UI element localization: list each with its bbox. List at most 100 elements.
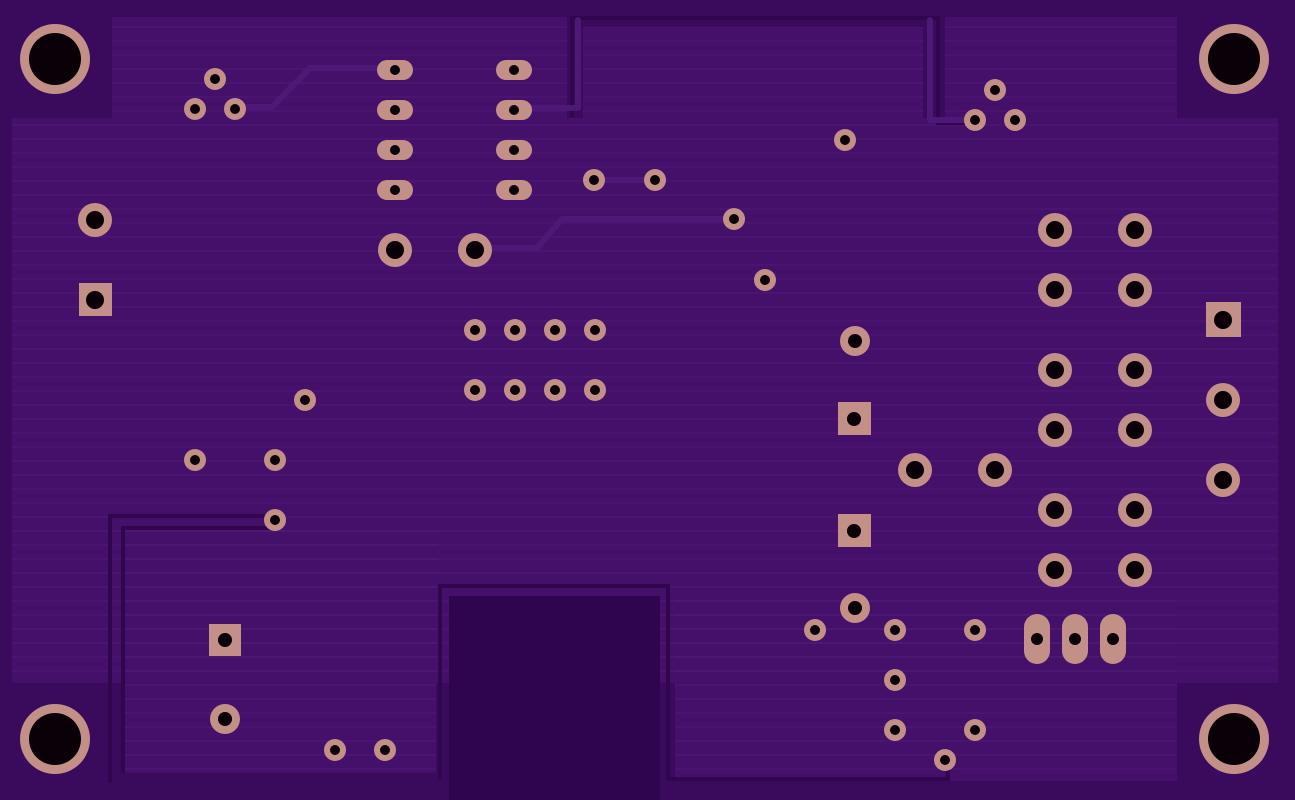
grid-via xyxy=(504,319,526,341)
grid-via xyxy=(544,379,566,401)
via xyxy=(723,208,745,230)
oval-pads-right xyxy=(496,60,532,200)
tht-pad xyxy=(840,326,870,356)
square-pad xyxy=(838,402,871,435)
oval-pad xyxy=(377,180,413,200)
via xyxy=(964,719,986,741)
grid-via xyxy=(464,319,486,341)
via xyxy=(884,719,906,741)
via xyxy=(264,509,286,531)
grid-via xyxy=(464,379,486,401)
oval-pad xyxy=(377,60,413,80)
via xyxy=(374,739,396,761)
oval-pads-left xyxy=(377,60,413,200)
via xyxy=(224,98,246,120)
square-pad xyxy=(209,624,241,656)
vertical-oval-pad xyxy=(1024,614,1050,664)
tht-pad xyxy=(1206,383,1240,417)
square-pads xyxy=(79,283,1241,656)
matrix-pad xyxy=(1118,353,1152,387)
hatch-bottom-right xyxy=(675,600,1177,781)
trace-header-to-oval xyxy=(232,65,396,110)
pour-outlines xyxy=(108,16,975,783)
via xyxy=(184,98,206,120)
tht-pad-matrix xyxy=(1038,213,1152,587)
matrix-pad xyxy=(1038,553,1072,587)
tht-pad xyxy=(898,453,932,487)
via xyxy=(324,739,346,761)
tht-pad xyxy=(458,233,492,267)
via xyxy=(984,79,1006,101)
tht-pad xyxy=(210,704,240,734)
via xyxy=(934,749,956,771)
grid-via xyxy=(584,379,606,401)
via xyxy=(754,269,776,291)
via xyxy=(264,449,286,471)
matrix-pad xyxy=(1038,213,1072,247)
matrix-pad xyxy=(1038,273,1072,307)
copper-pour xyxy=(12,17,1278,781)
matrix-pad xyxy=(1038,413,1072,447)
tht-pad xyxy=(978,453,1012,487)
mounting-hole-top-left xyxy=(20,24,90,94)
grid-via xyxy=(584,319,606,341)
grid-via xyxy=(504,379,526,401)
via-grid xyxy=(464,319,606,401)
square-pad xyxy=(1206,302,1241,337)
keepout-regions xyxy=(0,596,1295,800)
square-pad xyxy=(838,514,871,547)
via xyxy=(204,68,226,90)
outline-bottom-right-keepout xyxy=(438,584,950,781)
matrix-pad xyxy=(1038,353,1072,387)
keepout-bottom-center xyxy=(449,596,660,800)
mounting-holes xyxy=(20,24,1269,774)
tht-pad xyxy=(78,203,112,237)
trace-pad-to-via xyxy=(473,216,737,251)
outline-bottom-left-inner xyxy=(121,526,272,773)
oval-pad xyxy=(377,140,413,160)
signal-traces xyxy=(232,17,978,251)
tht-pad xyxy=(840,593,870,623)
tht-pads xyxy=(78,203,1240,734)
via xyxy=(964,619,986,641)
matrix-pad xyxy=(1118,273,1152,307)
trace-top-right-loop xyxy=(927,17,978,123)
outline-bottom-left xyxy=(108,514,272,783)
via xyxy=(884,669,906,691)
matrix-pad xyxy=(1038,493,1072,527)
square-pad xyxy=(79,283,112,316)
via xyxy=(184,449,206,471)
oval-pad xyxy=(496,140,532,160)
grid-via xyxy=(544,319,566,341)
hatch-top-right xyxy=(945,17,1177,121)
via xyxy=(964,109,986,131)
tht-pad xyxy=(378,233,412,267)
oval-pad xyxy=(496,100,532,120)
matrix-pad xyxy=(1118,213,1152,247)
vertical-oval-pad xyxy=(1062,614,1088,664)
tht-pad xyxy=(1206,463,1240,497)
via xyxy=(834,129,856,151)
oval-pad xyxy=(377,100,413,120)
mounting-hole-top-right xyxy=(1199,24,1269,94)
mounting-hole-bottom-left xyxy=(20,704,90,774)
hatch-top-center xyxy=(583,27,923,121)
vertical-oval-pad xyxy=(1100,614,1126,664)
oval-pad xyxy=(496,60,532,80)
vertical-oval-triplet xyxy=(1024,614,1126,664)
matrix-pad xyxy=(1118,553,1152,587)
via xyxy=(804,619,826,641)
via xyxy=(644,169,666,191)
via xyxy=(1004,109,1026,131)
trace-oval-right-top xyxy=(510,17,581,111)
vias xyxy=(184,68,1026,771)
via xyxy=(583,169,605,191)
via xyxy=(294,389,316,411)
hatch-bottom-left xyxy=(123,525,436,773)
matrix-pad xyxy=(1118,493,1152,527)
via xyxy=(884,619,906,641)
oval-pad xyxy=(496,180,532,200)
matrix-pad xyxy=(1118,413,1152,447)
mounting-hole-bottom-right xyxy=(1199,704,1269,774)
